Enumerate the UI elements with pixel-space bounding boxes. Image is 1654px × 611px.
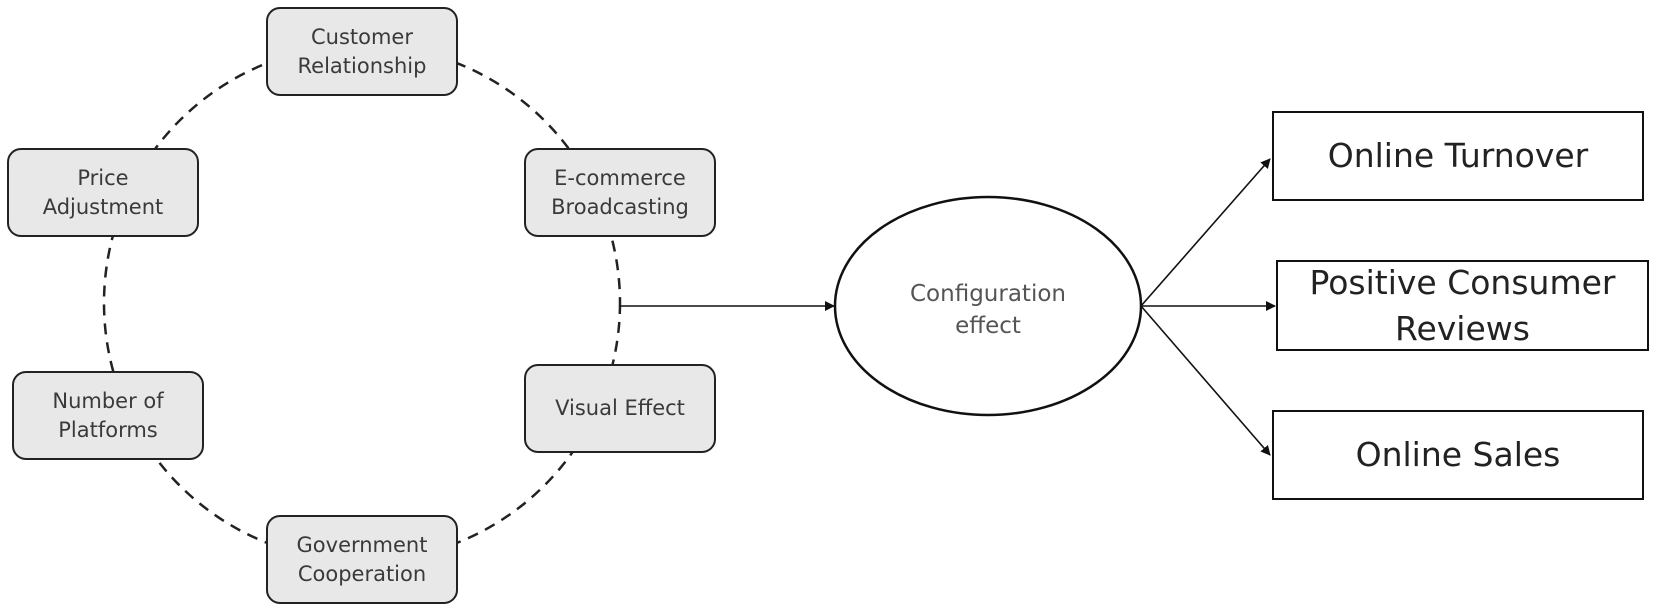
factor-label-line: Number of [52,388,164,413]
factor-government-cooperation: Government Cooperation [266,515,458,604]
factor-price-adjustment: Price Adjustment [7,148,199,237]
factor-label-line: Government [296,532,428,557]
factor-ecommerce-broadcasting: E-commerce Broadcasting [524,148,716,237]
factor-label-line: Price [77,165,129,190]
factor-label-line: Relationship [297,53,427,78]
factor-label-line: Customer [310,24,413,49]
outcome-label-line: Online Turnover [1327,136,1589,175]
outcome-online-turnover: Online Turnover [1272,111,1644,201]
configuration-effect-label: Configuration effect [838,270,1138,350]
factor-label-line: Platforms [58,417,158,442]
outcome-label-line: Positive Consumer [1309,262,1616,302]
outcome-positive-consumer-reviews: Positive Consumer Reviews [1276,260,1649,351]
factor-label-line: Visual Effect [555,396,685,420]
factor-label-line: Adjustment [42,194,164,219]
outcome-label-line: Reviews [1395,308,1530,348]
center-label-line: effect [955,313,1021,339]
arrow-to-online-turnover [1140,158,1271,307]
factor-label-line: E-commerce [554,165,686,190]
outcome-online-sales: Online Sales [1272,410,1644,500]
factor-label-line: Broadcasting [551,194,689,219]
dashed-factor-ring [102,43,622,563]
factor-number-of-platforms: Number of Platforms [12,371,204,460]
arrow-to-online-sales [1140,305,1271,456]
center-label-line: Configuration [910,281,1066,307]
factor-visual-effect: Visual Effect [524,364,716,453]
factor-label-line: Cooperation [297,561,427,586]
factor-customer-relationship: Customer Relationship [266,7,458,96]
outcome-label-line: Online Sales [1355,435,1561,474]
